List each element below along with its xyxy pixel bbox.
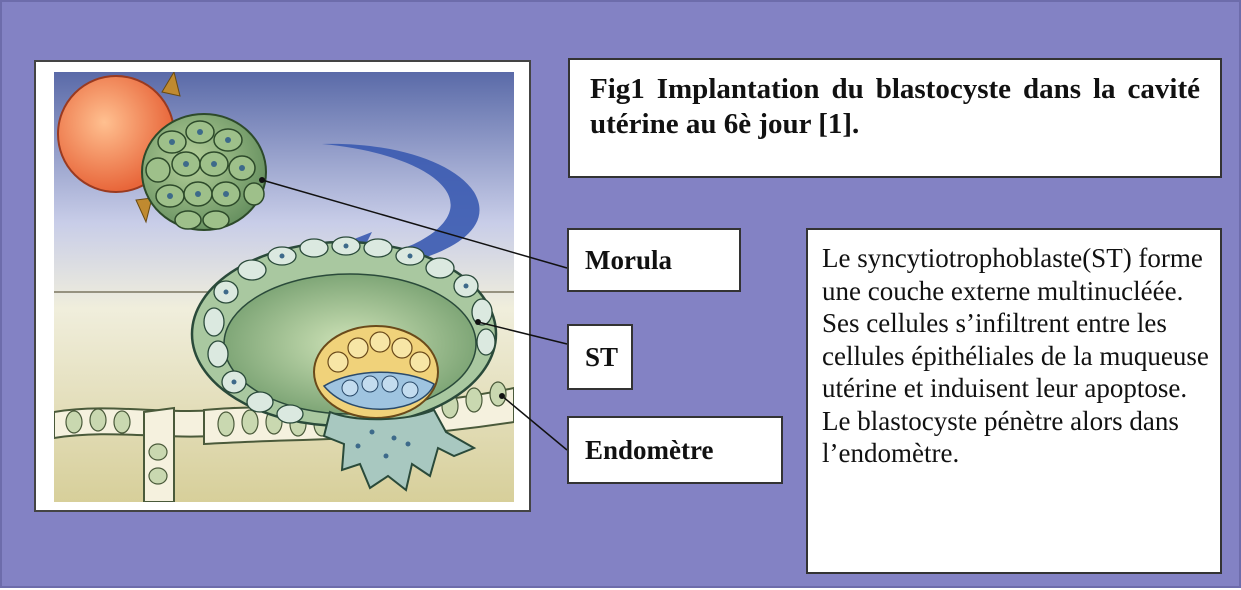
morula-pointer bbox=[261, 179, 568, 269]
label-endometre-text: Endomètre bbox=[585, 434, 714, 465]
label-st: ST bbox=[567, 324, 633, 390]
implantation-illustration bbox=[54, 72, 514, 502]
description-text: Le syncytiotrophoblaste(ST) forme une co… bbox=[822, 243, 1209, 468]
figure-caption: Fig1 Implantation du blastocyste dans la… bbox=[590, 73, 1200, 140]
caption-box: Fig1 Implantation du blastocyste dans la… bbox=[568, 58, 1222, 178]
label-morula: Morula bbox=[567, 228, 741, 292]
label-endometre: Endomètre bbox=[567, 416, 783, 484]
label-st-text: ST bbox=[585, 341, 619, 372]
inner-cell-mass bbox=[313, 325, 439, 419]
description-box: Le syncytiotrophoblaste(ST) forme une co… bbox=[806, 228, 1222, 574]
illustration-frame bbox=[34, 60, 531, 512]
st-pointer bbox=[477, 321, 568, 345]
syncytiotrophoblast-invasion bbox=[322, 408, 477, 492]
morula bbox=[141, 113, 267, 231]
label-morula-text: Morula bbox=[585, 244, 672, 275]
endometre-pointer bbox=[501, 395, 568, 451]
blastocyst bbox=[190, 236, 498, 492]
